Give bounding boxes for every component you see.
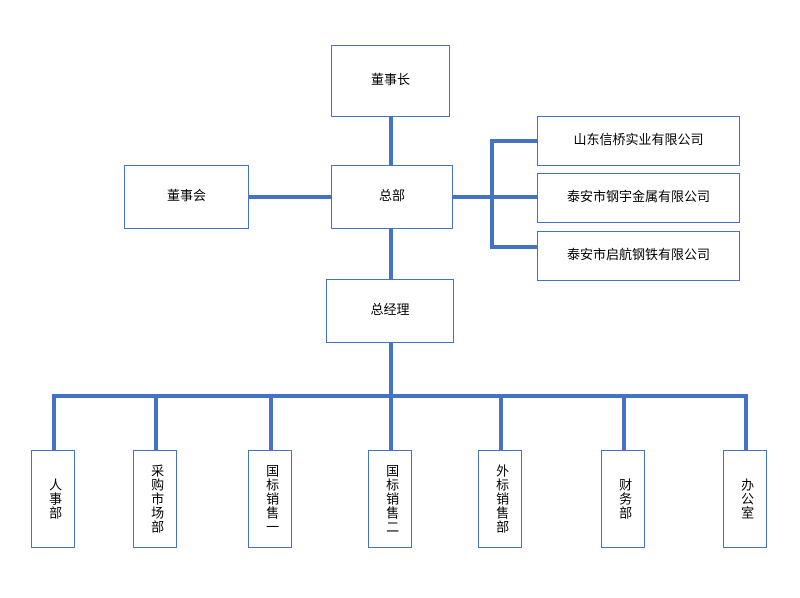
node-department-6-label: 财务部 bbox=[616, 478, 632, 520]
node-headquarters-label: 总部 bbox=[378, 188, 405, 204]
connector-drop-department-2 bbox=[154, 394, 158, 450]
connector-department-bus bbox=[52, 394, 746, 398]
node-department-6[interactable]: 财务部 bbox=[601, 450, 645, 548]
connector-headquarters-to-subsidiary-trunk bbox=[453, 195, 537, 199]
node-department-2[interactable]: 采购市场部 bbox=[133, 450, 177, 548]
node-department-3[interactable]: 国标销售一 bbox=[248, 450, 292, 548]
connector-board-to-headquarters bbox=[249, 195, 331, 199]
node-subsidiary-1-label: 山东信桥实业有限公司 bbox=[573, 132, 704, 148]
node-subsidiary-1[interactable]: 山东信桥实业有限公司 bbox=[537, 116, 740, 166]
connector-drop-department-4 bbox=[389, 394, 393, 450]
node-headquarters[interactable]: 总部 bbox=[331, 165, 453, 229]
node-department-5[interactable]: 外标销售部 bbox=[478, 450, 522, 548]
node-department-5-label: 外标销售部 bbox=[493, 464, 509, 534]
node-department-7-label: 办公室 bbox=[738, 478, 754, 520]
connector-subsidiary-trunk bbox=[490, 139, 494, 249]
node-board-of-directors[interactable]: 董事会 bbox=[124, 165, 249, 229]
connector-drop-department-5 bbox=[499, 394, 503, 450]
node-subsidiary-3-label: 泰安市启航钢铁有限公司 bbox=[566, 247, 710, 263]
connector-general-manager-to-department-bus bbox=[389, 343, 393, 398]
connector-drop-department-6 bbox=[622, 394, 626, 450]
node-department-1-label: 人事部 bbox=[46, 478, 62, 520]
node-department-1[interactable]: 人事部 bbox=[31, 450, 75, 548]
connector-headquarters-to-general-manager bbox=[389, 229, 393, 279]
node-subsidiary-2-label: 泰安市钢宇金属有限公司 bbox=[566, 189, 710, 205]
node-general-manager-label: 总经理 bbox=[370, 302, 410, 318]
node-department-4-label: 国标销售二 bbox=[383, 464, 399, 534]
connector-branch-subsidiary-1 bbox=[490, 139, 537, 143]
node-general-manager[interactable]: 总经理 bbox=[326, 279, 454, 343]
connector-drop-department-3 bbox=[269, 394, 273, 450]
node-chairman-label: 董事长 bbox=[370, 72, 410, 88]
node-department-2-label: 采购市场部 bbox=[148, 464, 164, 534]
node-department-4[interactable]: 国标销售二 bbox=[368, 450, 412, 548]
connector-drop-department-1 bbox=[52, 394, 56, 450]
node-department-3-label: 国标销售一 bbox=[263, 464, 279, 534]
node-subsidiary-3[interactable]: 泰安市启航钢铁有限公司 bbox=[537, 231, 740, 281]
node-board-of-directors-label: 董事会 bbox=[166, 188, 206, 204]
node-subsidiary-2[interactable]: 泰安市钢宇金属有限公司 bbox=[537, 173, 740, 223]
node-chairman[interactable]: 董事长 bbox=[331, 45, 450, 117]
connector-branch-subsidiary-3 bbox=[490, 245, 537, 249]
node-department-7[interactable]: 办公室 bbox=[723, 450, 767, 548]
connector-drop-department-7 bbox=[744, 394, 748, 450]
connector-chairman-to-headquarters bbox=[389, 117, 393, 165]
